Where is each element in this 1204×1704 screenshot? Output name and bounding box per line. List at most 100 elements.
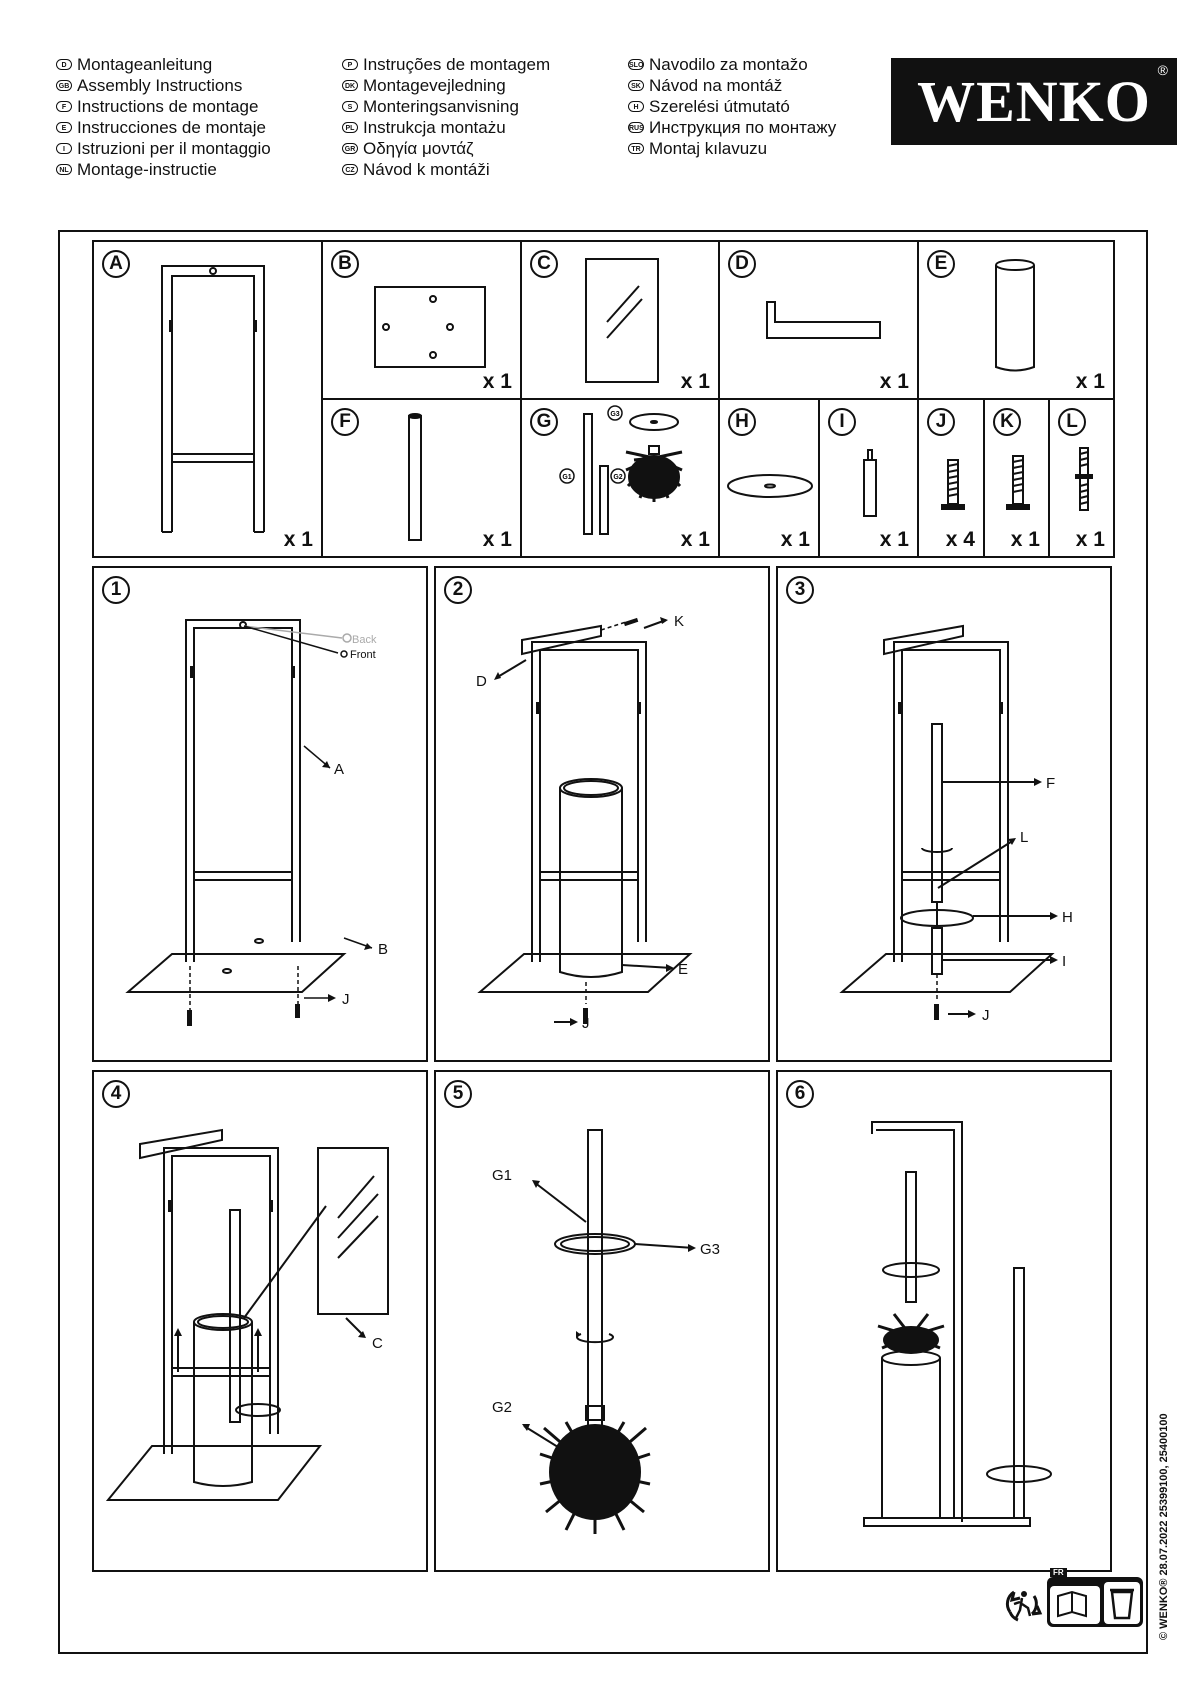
language-item: E Instrucciones de montaje xyxy=(56,117,271,138)
callout-c: C xyxy=(372,1335,383,1352)
fr-badge: FR xyxy=(1050,1568,1067,1577)
part-quantity: x 1 xyxy=(879,528,909,551)
rod-illustration xyxy=(408,413,422,541)
label-front: Front xyxy=(350,649,376,661)
language-code: E xyxy=(56,122,72,133)
step-5-illustration: G1 G3 G2 xyxy=(492,1129,720,1534)
step-6-panel: 6 xyxy=(776,1070,1112,1572)
short-rod-illustration xyxy=(863,449,877,517)
language-title: Instruções de montagem xyxy=(363,55,551,74)
language-title: Istruzioni per il montaggio xyxy=(77,139,271,158)
label-back: Back xyxy=(352,634,377,646)
language-code: SLO xyxy=(628,59,644,70)
part-quantity: x 1 xyxy=(680,370,710,393)
language-code: PL xyxy=(342,122,358,133)
language-title: Monteringsanvisning xyxy=(363,97,519,116)
label-g2: G2 xyxy=(613,474,622,481)
part-label-l: L xyxy=(1058,408,1086,436)
part-label-f: F xyxy=(331,408,359,436)
language-title: Montaj kılavuzu xyxy=(649,139,768,158)
language-item: SLO Navodilo za montažo xyxy=(628,54,836,75)
language-title: Navodilo za montažo xyxy=(649,55,808,74)
part-quantity: x 1 xyxy=(283,528,313,551)
language-code: CZ xyxy=(342,164,358,175)
part-a-panel: A x 1 xyxy=(92,240,323,558)
part-label-e: E xyxy=(927,250,955,278)
language-item: NL Montage-instructie xyxy=(56,159,271,180)
language-title: Assembly Instructions xyxy=(77,76,243,95)
instruction-frame xyxy=(58,230,1148,1654)
language-code: F xyxy=(56,101,72,112)
part-j-panel: J x 4 xyxy=(917,398,985,558)
language-code: RUS xyxy=(628,122,644,133)
language-title: Szerelési útmutató xyxy=(649,97,790,116)
part-label-k: K xyxy=(993,408,1021,436)
part-k-panel: K x 1 xyxy=(983,398,1050,558)
part-label-d: D xyxy=(728,250,756,278)
triman-icon xyxy=(1000,1582,1044,1626)
language-code: H xyxy=(628,101,644,112)
part-label-g: G xyxy=(530,408,558,436)
language-item: PL Instrukcja montażu xyxy=(342,117,550,138)
callout-h: H xyxy=(1062,909,1073,926)
callout-b: B xyxy=(378,941,388,958)
language-title: Инструкция по монтажу xyxy=(649,118,837,137)
round-shelf-illustration xyxy=(727,474,813,498)
language-title: Montage-instructie xyxy=(77,160,217,179)
part-label-h: H xyxy=(728,408,756,436)
callout-g1: G1 xyxy=(492,1167,512,1184)
callout-f: F xyxy=(1046,775,1055,792)
part-g-panel: G3 G1 G2 G x 1 xyxy=(520,398,720,558)
language-title: Οδηγία μοντάζ xyxy=(363,139,474,158)
screw-j-illustration xyxy=(941,459,965,510)
part-label-i: I xyxy=(828,408,856,436)
callout-e: E xyxy=(678,961,688,978)
callout-g2: G2 xyxy=(492,1399,512,1416)
step-number-1: 1 xyxy=(102,576,130,604)
part-b-panel: B x 1 xyxy=(321,240,522,400)
language-code: GB xyxy=(56,80,72,91)
language-code: DK xyxy=(342,80,358,91)
step-number-6: 6 xyxy=(786,1080,814,1108)
copyright-side-text: © WENKO® 28.07.2022 25399100, 25400100 xyxy=(1158,1413,1170,1640)
part-label-a: A xyxy=(102,250,130,278)
callout-j: J xyxy=(582,1015,590,1032)
language-title: Instrukcja montażu xyxy=(363,118,506,137)
part-label-b: B xyxy=(331,250,359,278)
part-quantity: x 1 xyxy=(680,528,710,551)
part-quantity: x 1 xyxy=(879,370,909,393)
step-6-illustration xyxy=(863,1121,1052,1527)
part-label-c: C xyxy=(530,250,558,278)
part-quantity: x 1 xyxy=(1010,528,1040,551)
callout-d: D xyxy=(476,673,487,690)
threaded-stud-l-illustration xyxy=(1075,447,1093,511)
language-title: Instrucciones de montaje xyxy=(77,118,266,137)
part-quantity: x 1 xyxy=(780,528,810,551)
logo-text: WENKO xyxy=(917,69,1151,134)
language-code: D xyxy=(56,59,72,70)
step-number-2: 2 xyxy=(444,576,472,604)
step-2-illustration: K D E J xyxy=(476,613,693,1032)
paper-holder-arm-illustration xyxy=(766,301,881,339)
part-f-panel: F x 1 xyxy=(321,398,522,558)
step-3-panel: F L H I J 3 xyxy=(776,566,1112,1062)
part-c-panel: C x 1 xyxy=(520,240,720,400)
language-code: NL xyxy=(56,164,72,175)
language-code: GR xyxy=(342,143,358,154)
step-4-illustration: C xyxy=(105,1128,389,1501)
glass-panel-illustration xyxy=(585,258,659,383)
part-e-panel: E x 1 xyxy=(917,240,1115,400)
step-number-5: 5 xyxy=(444,1080,472,1108)
language-item: GR Οδηγία μοντάζ xyxy=(342,138,550,159)
